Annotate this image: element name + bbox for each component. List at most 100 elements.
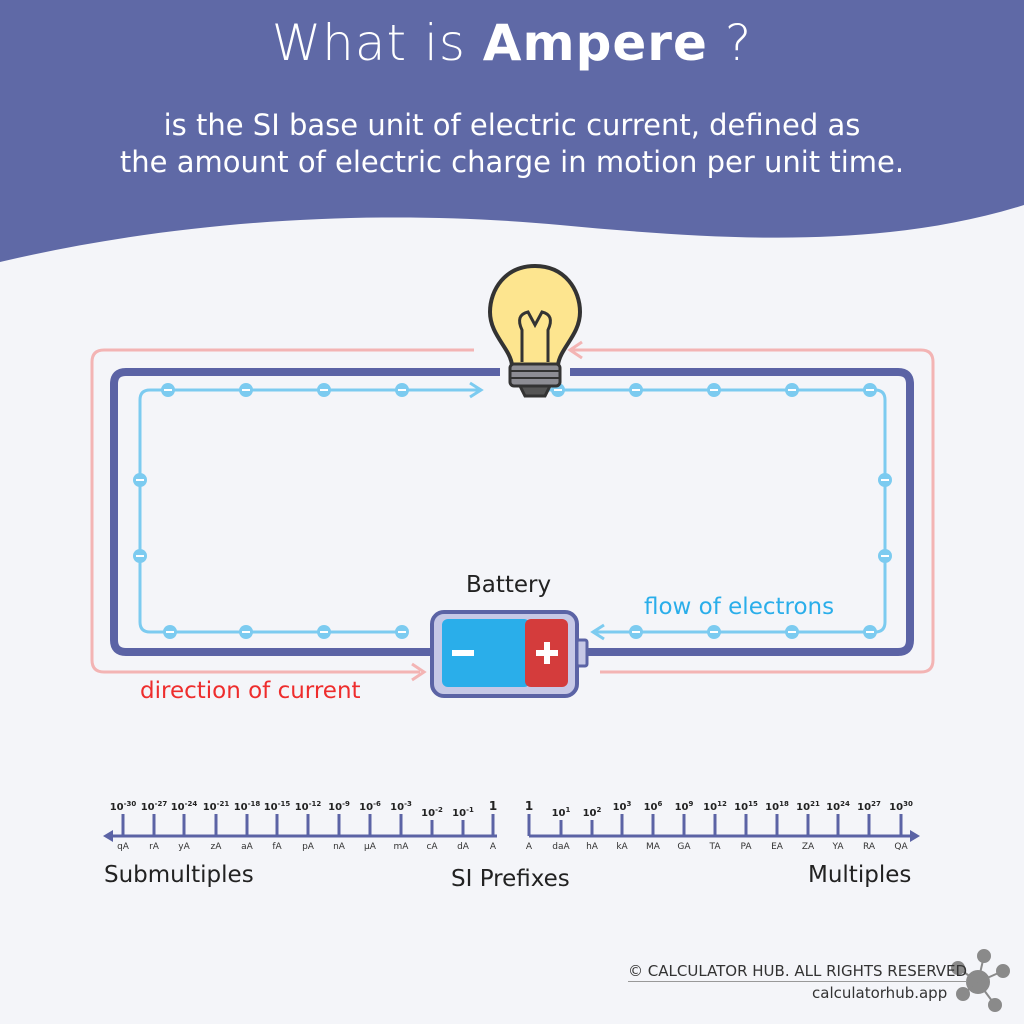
prefix-unit: zA: [211, 842, 223, 852]
prefix-unit: PA: [740, 842, 752, 852]
prefix-power: 1030: [889, 800, 913, 813]
electron: [239, 383, 253, 397]
prefix-power: 109: [675, 800, 694, 813]
current-label: direction of current: [140, 678, 361, 704]
prefix-unit: nA: [333, 842, 346, 852]
prefix-tick-nA: 10-9 nA: [328, 800, 350, 852]
electron: [863, 383, 877, 397]
prefix-power: 10-2: [421, 806, 443, 819]
prefix-power: 1021: [796, 800, 820, 813]
minus-icon: [136, 479, 144, 481]
minus-icon: [788, 631, 796, 633]
prefix-power: 1027: [857, 800, 881, 813]
electron: [239, 625, 253, 639]
calculator-hub-logo: CH: [951, 949, 1010, 1012]
minus-icon: [320, 631, 328, 633]
axis-arrow-left: [103, 830, 113, 842]
electrons: [133, 383, 892, 639]
electron: [878, 473, 892, 487]
prefix-unit: A: [526, 842, 533, 852]
prefix-power: 10-27: [141, 800, 168, 813]
subtitle-line-1: is the SI base unit of electric current,…: [163, 108, 861, 142]
prefix-unit: yA: [178, 842, 190, 852]
prefix-unit: TA: [709, 842, 722, 852]
prefix-power: 10-15: [264, 800, 291, 813]
prefix-tick-pA: 10-12 pA: [295, 800, 322, 852]
prefix-tick-A: 1A: [489, 799, 497, 852]
prefix-unit: daA: [552, 842, 570, 852]
minus-icon: [710, 631, 718, 633]
electron: [317, 625, 331, 639]
copyright: © CALCULATOR HUB. ALL RIGHTS RESERVED: [628, 962, 968, 982]
electron: [395, 625, 409, 639]
prefix-unit: aA: [241, 842, 254, 852]
electron: [707, 625, 721, 639]
prefix-unit: GA: [677, 842, 691, 852]
prefix-unit: qA: [117, 842, 130, 852]
current-path: [90, 348, 935, 674]
prefix-tick-aA: 10-18 aA: [234, 800, 261, 852]
prefix-power: 10-12: [295, 800, 322, 813]
prefix-unit: ZA: [802, 842, 815, 852]
electron: [317, 383, 331, 397]
prefix-tick-mA: 10-3mA: [390, 800, 412, 852]
minus-icon: [398, 389, 406, 391]
electron: [395, 383, 409, 397]
minus-icon: [164, 389, 172, 391]
minus-icon: [881, 479, 889, 481]
prefix-unit: cA: [426, 842, 438, 852]
electron-arrow-bottom: [590, 623, 605, 641]
prefix-power: 10-6: [359, 800, 381, 813]
prefix-power: 10-18: [234, 800, 261, 813]
prefix-power: 10-24: [171, 800, 198, 813]
prefix-unit: pA: [302, 842, 315, 852]
electron: [163, 625, 177, 639]
electron: [133, 549, 147, 563]
battery-icon: [430, 610, 589, 698]
prefix-power: 103: [613, 800, 632, 813]
minus-icon: [320, 389, 328, 391]
prefix-power: 101: [552, 806, 571, 819]
prefix-unit: A: [490, 842, 497, 852]
prefix-power: 10-9: [328, 800, 350, 813]
electron: [629, 625, 643, 639]
prefix-power: 10-1: [452, 806, 474, 819]
prefix-unit: rA: [149, 842, 160, 852]
prefix-unit: kA: [616, 842, 628, 852]
electron: [161, 383, 175, 397]
prefix-power: 1024: [826, 800, 850, 813]
electron: [785, 383, 799, 397]
prefix-tick-cA: 10-2 cA: [421, 806, 443, 852]
prefix-power: 1012: [703, 800, 727, 813]
electron: [785, 625, 799, 639]
light-bulb-icon: [487, 263, 583, 398]
header-background: [0, 0, 1024, 262]
current-arrow-bottom: [411, 662, 427, 682]
electron: [863, 625, 877, 639]
minus-icon: [166, 631, 174, 633]
prefix-tick-kA: 103 kA: [613, 800, 632, 852]
electron-path: [138, 388, 887, 634]
minus-icon: [710, 389, 718, 391]
prefix-power: 10-30: [110, 800, 137, 813]
electron-arrow-top: [469, 381, 484, 399]
multiples-label: Multiples: [808, 862, 912, 888]
prefix-unit: hA: [586, 842, 599, 852]
minus-icon: [136, 555, 144, 557]
logo-text: CH: [970, 978, 986, 989]
title-bold: Ampere: [482, 14, 708, 72]
site-link[interactable]: calculatorhub.app: [812, 984, 948, 1002]
title-suffix: ?: [707, 14, 753, 72]
prefix-unit: mA: [394, 842, 410, 852]
prefix-power: 1018: [765, 800, 789, 813]
prefix-unit: dA: [457, 842, 470, 852]
